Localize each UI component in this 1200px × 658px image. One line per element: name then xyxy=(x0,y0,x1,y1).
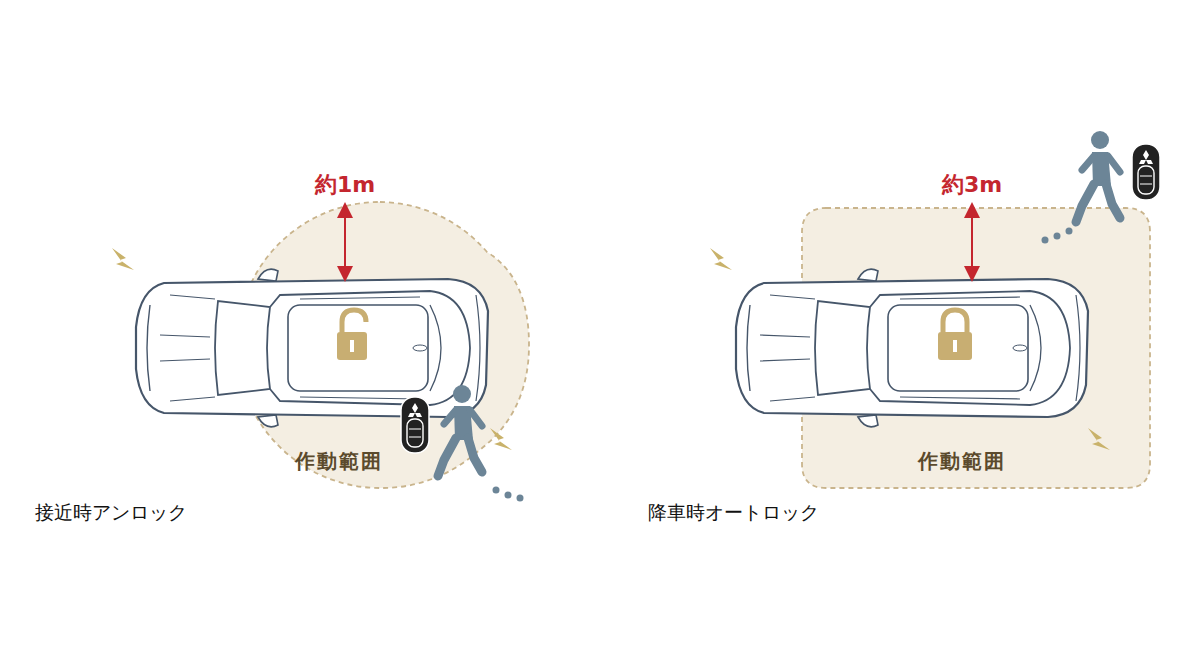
distance-label: 約1m xyxy=(315,170,375,200)
distance-label: 約3m xyxy=(942,170,1002,200)
lock-icon xyxy=(938,310,972,360)
caption: 接近時アンロック xyxy=(35,500,187,526)
range-label: 作動範囲 xyxy=(918,448,1006,475)
range-label: 作動範囲 xyxy=(295,448,383,475)
caption: 降車時オートロック xyxy=(648,500,819,526)
unlock-icon xyxy=(337,310,367,360)
